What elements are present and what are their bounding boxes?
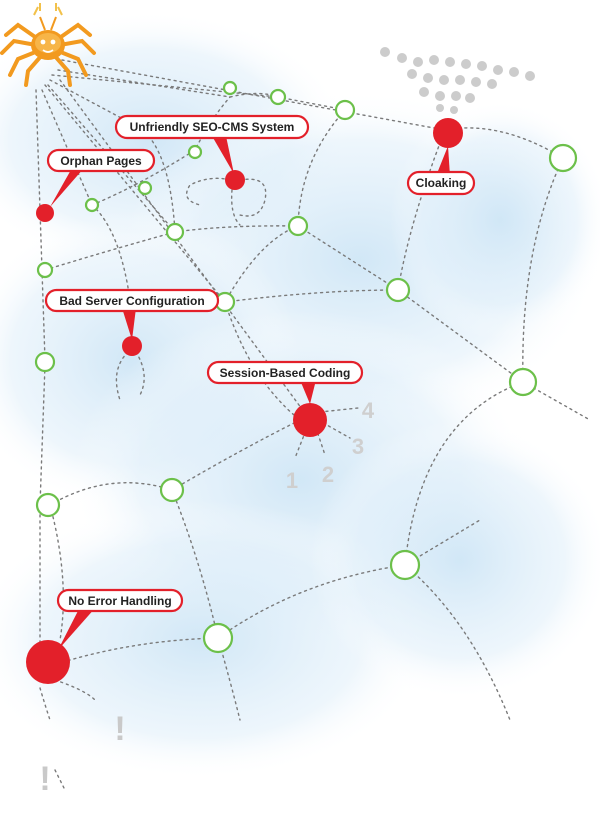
web-node [548, 143, 578, 173]
web-node [202, 622, 234, 654]
web-node [84, 197, 100, 213]
web-node [34, 351, 56, 373]
web-node [165, 222, 185, 242]
callout-label: Bad Server Configuration [59, 294, 204, 308]
web-nodes [34, 80, 578, 654]
web-node [269, 88, 287, 106]
problem-nodes [26, 118, 463, 684]
no-error-handling-node [26, 640, 70, 684]
unfriendly-cms-node [225, 170, 245, 190]
session-steps: 1 2 3 4 [286, 398, 375, 493]
web-node [35, 492, 61, 518]
web-node [36, 261, 54, 279]
web-node [187, 144, 203, 160]
bad-server-node [122, 336, 142, 356]
web-node [137, 180, 153, 196]
callout-bad-server-configuration: Bad Server Configuration [44, 288, 220, 340]
session-step-4: 4 [362, 398, 375, 423]
callout-session-based-coding: Session-Based Coding [206, 360, 364, 404]
callout-unfriendly-seo-cms: Unfriendly SEO-CMS System [114, 114, 310, 174]
web-node [222, 80, 238, 96]
web-node [389, 549, 421, 581]
web-node [287, 215, 309, 237]
warning-marks: ! ! [39, 710, 125, 798]
callout-no-error-handling: No Error Handling [56, 588, 184, 650]
web-node [508, 367, 538, 397]
session-coding-node [293, 403, 327, 437]
session-step-1: 1 [286, 468, 298, 493]
exclamation-icon: ! [39, 760, 50, 798]
orphan-pages-node [36, 204, 54, 222]
session-step-3: 3 [352, 434, 364, 459]
spider-crawler-icon [0, 3, 96, 87]
web-node [334, 99, 356, 121]
cloaking-node [433, 118, 463, 148]
session-step-2: 2 [322, 462, 334, 487]
callout-label: Orphan Pages [60, 154, 142, 168]
cloaking-spray [380, 47, 535, 114]
callout-label: Unfriendly SEO-CMS System [130, 120, 295, 134]
web-node [159, 477, 185, 503]
callout-label: Cloaking [416, 176, 467, 190]
exclamation-icon: ! [114, 710, 125, 748]
callout-label: No Error Handling [68, 594, 171, 608]
callout-cloaking: Cloaking [406, 146, 476, 196]
callout-label: Session-Based Coding [220, 366, 351, 380]
callout-orphan-pages: Orphan Pages [46, 148, 156, 207]
web-node [385, 277, 411, 303]
